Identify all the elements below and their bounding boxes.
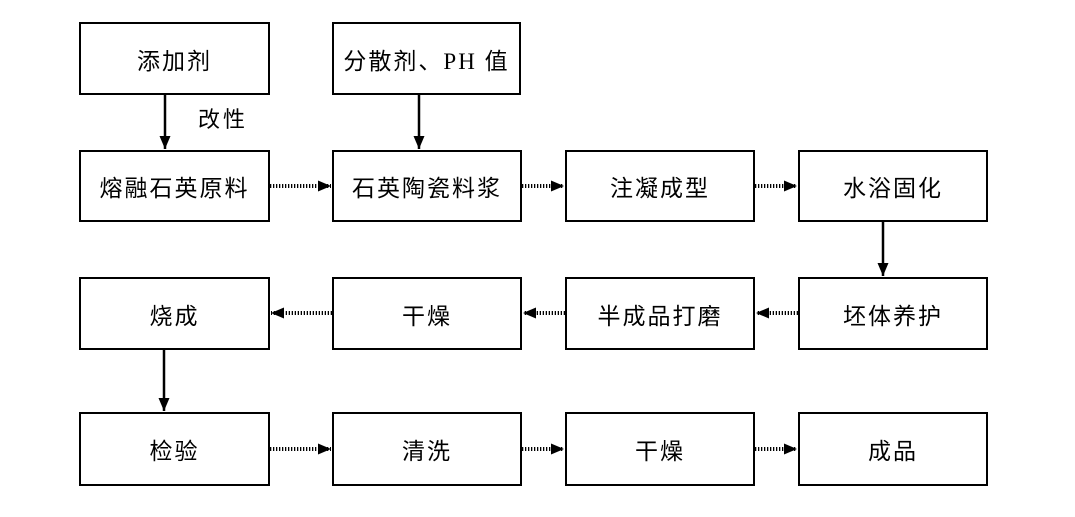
flow-node-inspection: 检验	[79, 412, 270, 486]
flow-node-label: 熔融石英原料	[99, 176, 250, 201]
flow-node-drying-2: 干燥	[565, 412, 755, 486]
flow-node-label: 干燥	[402, 303, 452, 329]
flow-node-label: 清洗	[402, 439, 452, 464]
flow-node-water-bath-curing: 水浴固化	[798, 150, 988, 222]
flow-node-drying-1: 干燥	[332, 277, 522, 350]
flow-node-quartz-slurry: 石英陶瓷料浆	[332, 150, 522, 222]
flow-node-additive: 添加剂	[79, 22, 270, 95]
flow-node-label: 检验	[149, 439, 200, 464]
flow-node-label: 分散剂、PH 值	[343, 48, 510, 74]
flow-node-label: 干燥	[635, 439, 685, 464]
flow-node-label: 石英陶瓷料浆	[352, 176, 502, 201]
flow-node-label: 烧成	[149, 303, 200, 329]
flow-node-dispersant-ph: 分散剂、PH 值	[332, 22, 521, 95]
flow-node-label: 水浴固化	[843, 176, 943, 201]
flow-node-fused-silica-raw: 熔融石英原料	[79, 150, 270, 222]
flow-node-finished-product: 成品	[798, 412, 988, 486]
flow-node-sintering: 烧成	[79, 277, 270, 350]
flow-node-gel-casting: 注凝成型	[565, 150, 755, 222]
flow-node-label: 坯体养护	[843, 303, 943, 329]
flow-node-semi-grinding: 半成品打磨	[565, 277, 755, 350]
modification-annotation: 改性	[198, 107, 249, 132]
flow-node-label: 成品	[868, 439, 918, 464]
flow-node-label: 添加剂	[137, 48, 212, 74]
flow-node-label: 半成品打磨	[597, 303, 723, 329]
flow-node-cleaning: 清洗	[332, 412, 522, 486]
flow-node-green-body-care: 坯体养护	[798, 277, 988, 350]
flow-node-label: 注凝成型	[610, 176, 710, 201]
